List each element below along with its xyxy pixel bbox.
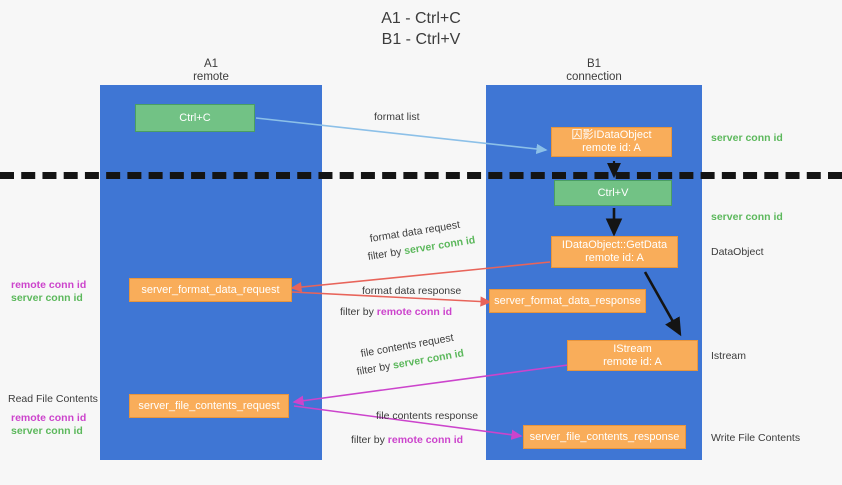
box-idataobject-line2: remote id: A xyxy=(582,142,641,154)
box-file-req-label: server_file_contents_request xyxy=(138,399,280,412)
label-server-conn-id-mid: server conn id xyxy=(711,211,783,223)
title-line-2: B1 - Ctrl+V xyxy=(381,31,461,48)
label-server-conn-id-2: server conn id xyxy=(11,425,83,437)
filter-key-remote-conn-id: remote conn id xyxy=(387,434,464,446)
box-fmt-req-label: server_format_data_request xyxy=(141,283,280,296)
box-getdata[interactable]: IDataObject::GetData remote id: A xyxy=(551,236,678,268)
label-istream: Istream xyxy=(711,350,747,362)
box-server-file-contents-request[interactable]: server_file_contents_request xyxy=(129,394,289,418)
annotation-format-data-response: format data response xyxy=(362,285,462,297)
label-server-conn-id-top: server conn id xyxy=(711,132,783,144)
box-file-resp-label: server_file_contents_response xyxy=(529,430,680,443)
box-server-format-data-response[interactable]: server_format_data_response xyxy=(489,289,646,313)
lane-b1-sub: connection xyxy=(566,71,622,83)
box-idataobject-line1: 囚影IDataObject xyxy=(571,129,652,141)
lane-a1-sub: remote xyxy=(193,71,229,83)
label-remote-conn-id-2: remote conn id xyxy=(11,412,87,424)
title-line-1: A1 - Ctrl+C xyxy=(381,10,461,27)
box-getdata-line2: remote id: A xyxy=(585,252,644,264)
box-istream-line2: remote id: A xyxy=(603,355,662,368)
filter-prefix: filter by xyxy=(351,434,388,446)
box-server-file-contents-response[interactable]: server_file_contents_response xyxy=(523,425,686,449)
lane-header-a1: A1 remote xyxy=(131,58,291,84)
annotation-file-contents-response-filter: filter by remote conn id xyxy=(351,434,463,447)
box-getdata-line1: IDataObject::GetData xyxy=(561,239,668,251)
filter-prefix: filter by xyxy=(366,245,406,263)
page-title: A1 - Ctrl+C B1 - Ctrl+V xyxy=(271,8,571,50)
box-ctrl-v[interactable]: Ctrl+V xyxy=(554,180,672,206)
box-ctrl-c[interactable]: Ctrl+C xyxy=(135,104,255,132)
annotation-file-contents-response: file contents response xyxy=(376,410,479,422)
label-server-conn-id-1: server conn id xyxy=(11,292,83,304)
label-remote-conn-id-1: remote conn id xyxy=(11,279,87,291)
lane-header-b1: B1 connection xyxy=(514,58,674,84)
label-write-file-contents: Write File Contents xyxy=(711,432,801,444)
box-ctrl-v-label: Ctrl+V xyxy=(597,186,629,199)
label-read-file-contents: Read File Contents xyxy=(8,393,98,405)
box-istream[interactable]: IStream remote id: A xyxy=(567,340,698,371)
box-idataobject[interactable]: 囚影IDataObject remote id: A xyxy=(551,127,672,157)
lane-a1-name: A1 xyxy=(203,58,219,70)
filter-prefix: filter by xyxy=(340,306,377,318)
lane-b1-name: B1 xyxy=(586,58,602,70)
filter-key-remote-conn-id: remote conn id xyxy=(376,306,453,318)
box-fmt-resp-label: server_format_data_response xyxy=(494,294,641,307)
annotation-format-data-response-filter: filter by remote conn id xyxy=(340,306,452,319)
divider-dashed xyxy=(0,172,842,179)
annotation-format-list: format list xyxy=(374,111,420,123)
label-dataobject: DataObject xyxy=(711,246,764,258)
filter-prefix: filter by xyxy=(355,359,395,378)
box-server-format-data-request[interactable]: server_format_data_request xyxy=(129,278,292,302)
box-ctrl-c-label: Ctrl+C xyxy=(179,111,211,124)
box-istream-line1: IStream xyxy=(613,342,652,355)
